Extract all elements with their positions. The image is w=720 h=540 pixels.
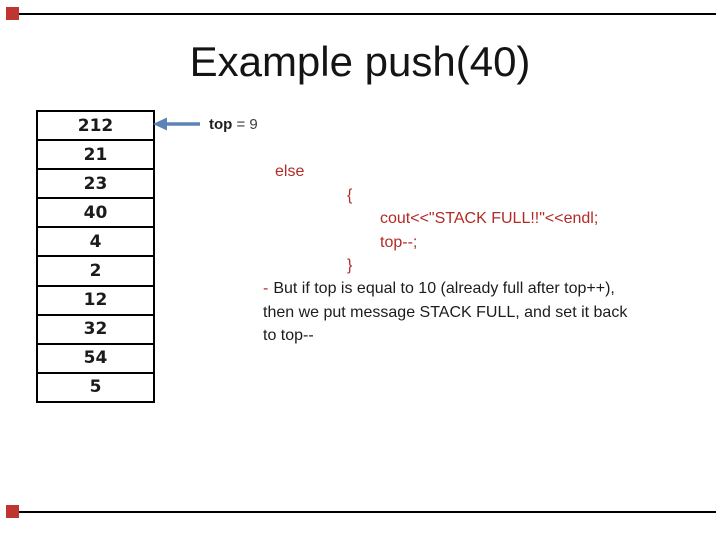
pointer-label-value: = 9 — [232, 115, 258, 133]
note-line-3: to top-- — [263, 327, 314, 344]
stack-cell: 12 — [38, 287, 153, 316]
stack-cell: 23 — [38, 170, 153, 200]
bottom-red-square — [6, 505, 19, 518]
left-arrow-icon — [153, 117, 200, 131]
pointer-label-bold: top — [209, 115, 233, 133]
stack-cell: 4 — [38, 228, 153, 258]
top-pointer-label: top = 9 — [209, 116, 258, 133]
stack-cell: 5 — [89, 377, 102, 398]
slide-title: Example push(40) — [189, 38, 531, 85]
note-line-1-text: But if top is equal to 10 (already full … — [273, 280, 615, 297]
code-line: { — [347, 186, 353, 204]
stack-cell: 212 — [38, 112, 153, 142]
stack-cell: 40 — [38, 199, 153, 229]
code-block: else { cout<<"STACK FULL!!"<<endl; top--;} — [263, 160, 703, 278]
stack-cell: 2 — [38, 257, 153, 287]
note-bullet: - — [263, 280, 269, 297]
top-red-square — [6, 7, 19, 20]
note-line-2: then we put message STACK FULL, and set … — [263, 303, 628, 321]
stack-cell: 21 — [38, 141, 153, 171]
code-line: } — [347, 257, 353, 274]
code-line: cout<<"STACK FULL!!"<<endl; — [380, 210, 599, 227]
bottom-border-line — [10, 511, 716, 513]
top-border-line — [10, 13, 716, 15]
stack-cell: 54 — [38, 345, 153, 374]
note-line-1: -But if top is equal to 10 (already full… — [263, 277, 703, 301]
top-pointer: top = 9 — [152, 114, 258, 134]
stack-cell: 32 — [38, 316, 153, 345]
code-line: else — [275, 163, 305, 180]
note-text: -But if top is equal to 10 (already full… — [263, 277, 703, 348]
code-line: top--; — [380, 233, 418, 251]
